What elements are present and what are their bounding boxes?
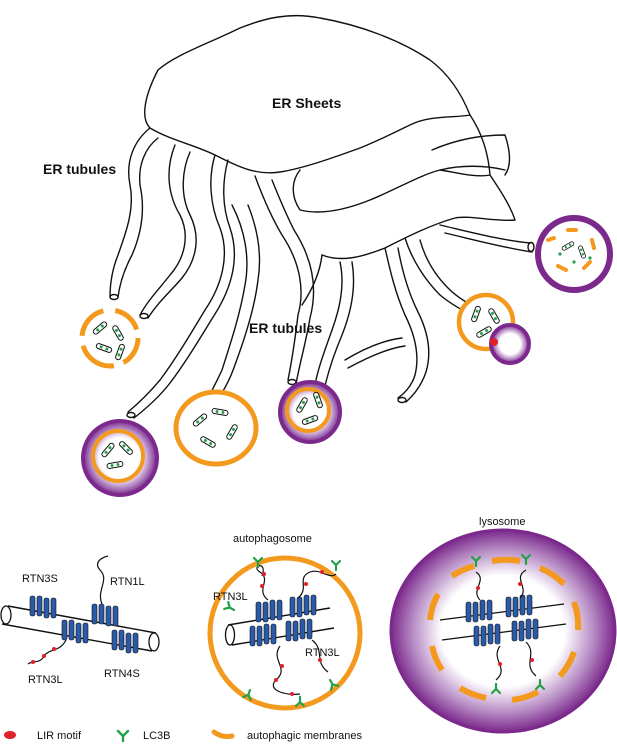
panel-lysosome <box>389 528 617 734</box>
er-network <box>109 14 535 419</box>
label-rtn3s: RTN3S <box>22 573 58 585</box>
autolysosome-center <box>278 380 342 444</box>
panel-autophagosome <box>207 555 363 711</box>
label-rtn3l-left: RTN3L <box>28 674 63 686</box>
er-tubule-left-2 <box>139 144 186 316</box>
fusion-vesicle <box>456 292 531 365</box>
lc3b-icon <box>116 729 130 743</box>
legend-lir-motif: LIR motif <box>37 730 82 742</box>
legend-lc3b: LC3B <box>143 730 171 742</box>
er-tubule-center <box>254 175 302 381</box>
label-rtn3l-auto-left: RTN3L <box>213 591 248 603</box>
label-autophagosome: autophagosome <box>233 533 312 545</box>
degrading-lysosome <box>535 215 613 293</box>
label-er-tubules-center: ER tubules <box>249 320 322 336</box>
legend: LIR motif LC3B autophagic membranes <box>4 729 362 743</box>
autophagic-membrane-icon <box>211 729 235 739</box>
er-sheet-top <box>144 14 471 174</box>
lir-motif-icon <box>4 731 16 739</box>
er-sheet-low <box>321 174 516 260</box>
phagophore-vesicle <box>79 307 141 369</box>
label-rtn1l: RTN1L <box>110 576 145 588</box>
legend-autophagic-membranes: autophagic membranes <box>247 730 362 742</box>
label-rtn3l-auto-right: RTN3L <box>305 647 340 659</box>
label-er-sheets: ER Sheets <box>272 95 341 111</box>
er-tubule-right <box>384 247 418 399</box>
er-tubule-left-1 <box>109 127 151 298</box>
er-tubule-left-3 <box>127 154 226 413</box>
autolysosome-left <box>81 419 159 497</box>
label-lysosome: lysosome <box>479 516 525 528</box>
label-er-tubules-left: ER tubules <box>43 161 116 177</box>
er-sheet-mid <box>292 114 491 213</box>
panel-tubule-rtns <box>0 555 160 665</box>
autophagosome-vesicle <box>173 389 259 467</box>
label-rtn4s: RTN4S <box>104 668 140 680</box>
